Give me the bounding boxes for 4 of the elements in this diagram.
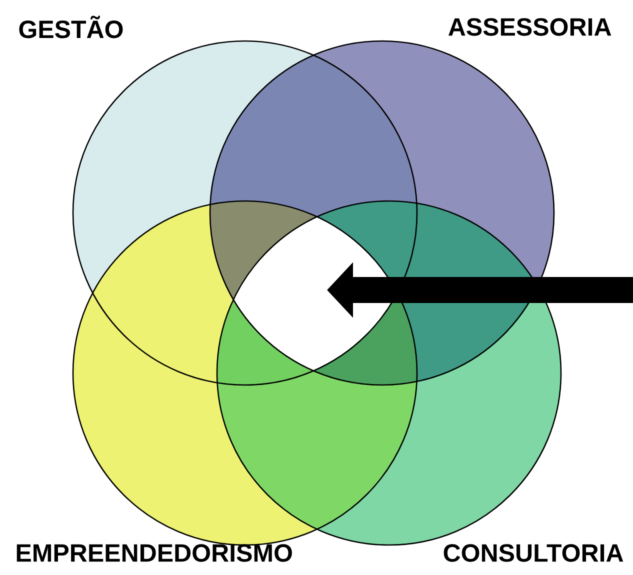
node-label: CONSULTORIA: [444, 544, 624, 562]
node-label: GESTÃO: [19, 16, 123, 38]
node-label: EMPREENDEDORISMO: [16, 544, 292, 562]
node-label: ASSESSORIA: [448, 18, 612, 36]
